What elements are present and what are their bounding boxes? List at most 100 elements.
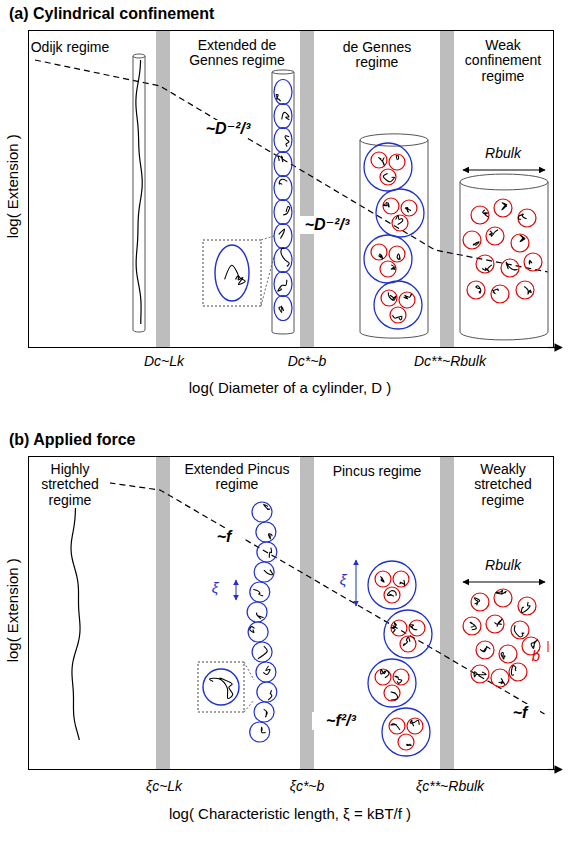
polymer-chain [405,208,411,212]
blob-circle [471,665,489,683]
polymer-chain [276,94,281,101]
blob-circle [274,152,292,177]
blob-circle [389,718,405,734]
blob-circle [250,582,270,602]
regime-name: Weak confinement regime [455,38,551,84]
line-mark [463,582,545,583]
blob-circle [391,620,407,636]
blob-circle [371,244,387,260]
tick-label: Dc~Lk [136,354,192,369]
polymer-chain [483,210,489,217]
blob-circle [376,189,424,237]
polymer-chain [474,672,486,677]
blob-circle [274,296,292,321]
polymer-chain [264,709,268,717]
panel-title: (a) Cylindrical confinement [9,5,214,23]
blob-circle [471,206,489,224]
line-mark [244,700,254,712]
polymer-chain [482,265,492,272]
polymer-chain [506,262,517,270]
tick-label: ξc*~b [279,779,335,794]
blob-circle [364,143,412,191]
blob-circle [463,231,481,249]
polymer-chain [225,265,246,284]
polymer-chain [279,179,287,184]
axis-label: log( Diameter of a cylinder, D ) [130,380,450,397]
polymer-chain [378,254,382,259]
polymer-chain [519,214,527,219]
polymer-chain [499,678,505,684]
blob-circle [494,589,512,607]
blob-circle [364,235,412,283]
blob-circle [501,259,519,277]
polymer-chain [476,286,481,294]
polymer-chain [524,286,531,294]
blob-circle [509,663,527,681]
polymer-chain [283,206,290,215]
blob-circle [463,617,481,635]
blob-circle [274,272,292,297]
blob-circle [368,561,416,609]
polymer-chain [383,202,389,207]
blob-circle [274,104,292,129]
polymer-chain [521,602,530,613]
blob-circle [381,290,397,306]
blob-circle [384,685,400,701]
polymer-chain [511,666,515,676]
regime-boundary [156,457,170,769]
scaling-law: ~f [500,704,540,722]
blob-circle [257,542,277,562]
blob-circle [274,176,292,201]
blob-circle [374,281,422,329]
blob-circle [518,597,536,615]
polymer-chain [396,216,403,225]
regime-boundary [440,457,454,769]
blob-circle [248,622,268,642]
polymer-chain [391,692,398,700]
polymer-chain [381,669,389,677]
polymer-chain [209,678,232,698]
polymer-chain [501,653,505,660]
blob-circle [384,587,400,603]
polymer-chain [407,744,411,746]
polymer-chain [391,623,397,633]
blob-circle [252,642,272,662]
polymer-chain [520,235,525,241]
blob-circle [409,620,425,636]
blob-circle [380,261,396,277]
scaling-law: ~f [206,528,242,546]
polymer-chain [496,590,506,594]
blob-circle [274,200,292,225]
blob-circle [382,708,430,756]
line-mark [261,256,274,306]
polymer-chain [264,570,273,575]
polymer-chain [514,625,524,637]
blob-size: ξ [206,580,224,597]
polymer-chain [474,598,479,605]
polymer-chain [269,548,271,558]
blob-circle [274,80,292,105]
polymer-chain [279,306,284,313]
blob-circle [399,292,415,308]
blob-circle [499,645,517,663]
blob-circle [375,669,391,685]
axis-label: log( Characteristic length, ξ = kBT/f ) [110,806,470,823]
blob-circle [368,659,416,707]
axis-label: log( Extension ) [5,535,22,685]
polymer-chain [529,260,532,264]
regime-boundary [300,457,314,769]
polymer-chain [489,230,498,237]
scaling-law: ~D⁻²/³ [296,216,358,234]
blob-circle [380,169,396,185]
regime-name: Highly stretched regime [30,462,110,508]
line-mark [60,476,548,716]
polymer-chain [391,724,400,730]
blob-circle [392,215,408,231]
polymer-chain [263,666,270,675]
line-mark [548,641,549,652]
polymer-chain [492,289,498,294]
blob-circle [467,281,485,299]
blob-circle [522,637,540,655]
regime-name: Extended de Gennes regime [182,38,292,69]
blob-circle [491,669,509,687]
